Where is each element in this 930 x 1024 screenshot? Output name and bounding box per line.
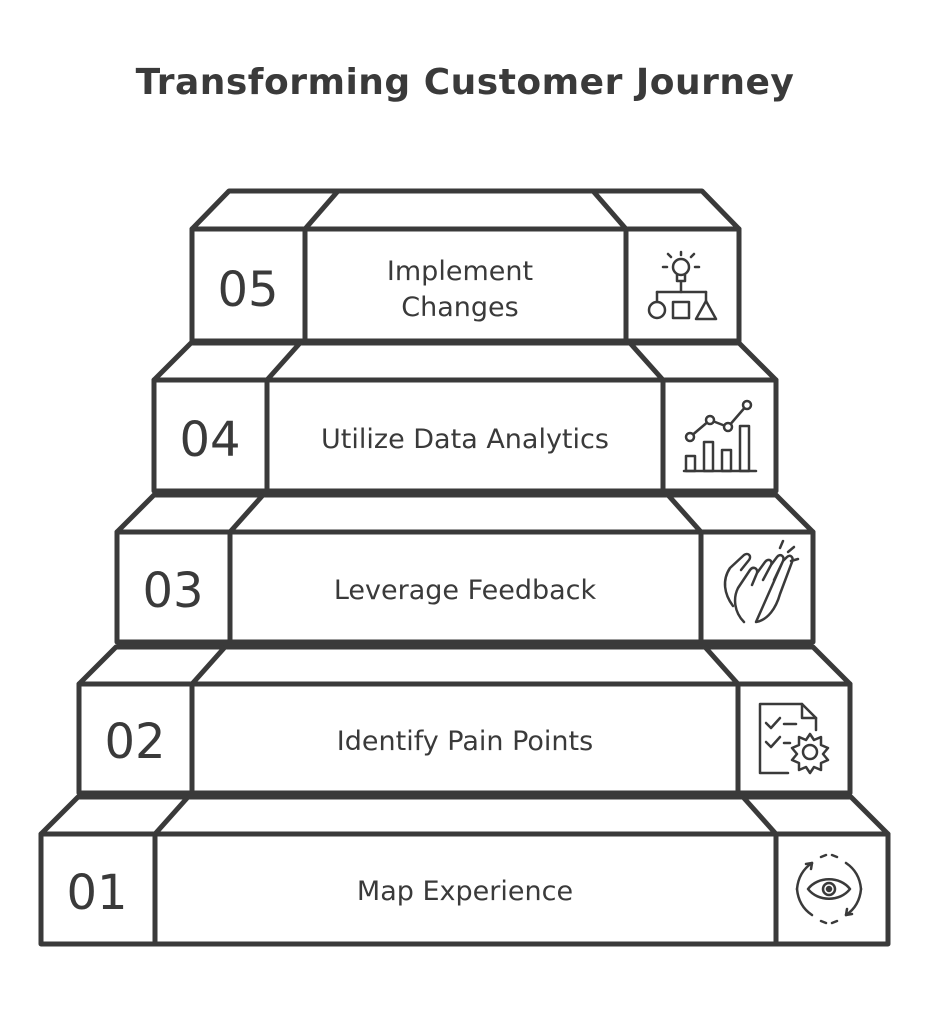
step-number: 01 xyxy=(66,865,127,921)
checklist-gear-icon xyxy=(758,702,830,775)
eye-cycle-icon xyxy=(795,853,863,925)
step-label-line-1: Identify Pain Points xyxy=(337,726,593,757)
step-01: 01 Map Experience xyxy=(38,794,891,947)
step-02: 02 Identify Pain Points xyxy=(76,644,853,796)
step-label-line-1: Utilize Data Analytics xyxy=(321,424,609,455)
step-03: 03 Leverage Feedback xyxy=(114,492,816,645)
diagram-title: Transforming Customer Journey xyxy=(135,62,795,103)
step-label-line-1: Map Experience xyxy=(357,876,573,907)
step-number: 05 xyxy=(217,262,278,318)
step-04: 04 Utilize Data Analytics xyxy=(151,340,779,494)
clapping-hands-icon xyxy=(723,539,800,624)
step-number: 04 xyxy=(179,412,240,468)
step-label-line-1: Implement xyxy=(387,256,533,287)
lightbulb-shapes-icon xyxy=(647,250,718,321)
step-label-line-1: Leverage Feedback xyxy=(334,575,597,606)
analytics-chart-icon xyxy=(682,399,758,473)
step-number: 02 xyxy=(104,714,165,770)
step-number: 03 xyxy=(142,563,203,619)
step-label-line-2: Changes xyxy=(401,292,518,323)
step-05: 05 Implement Changes xyxy=(189,188,742,344)
